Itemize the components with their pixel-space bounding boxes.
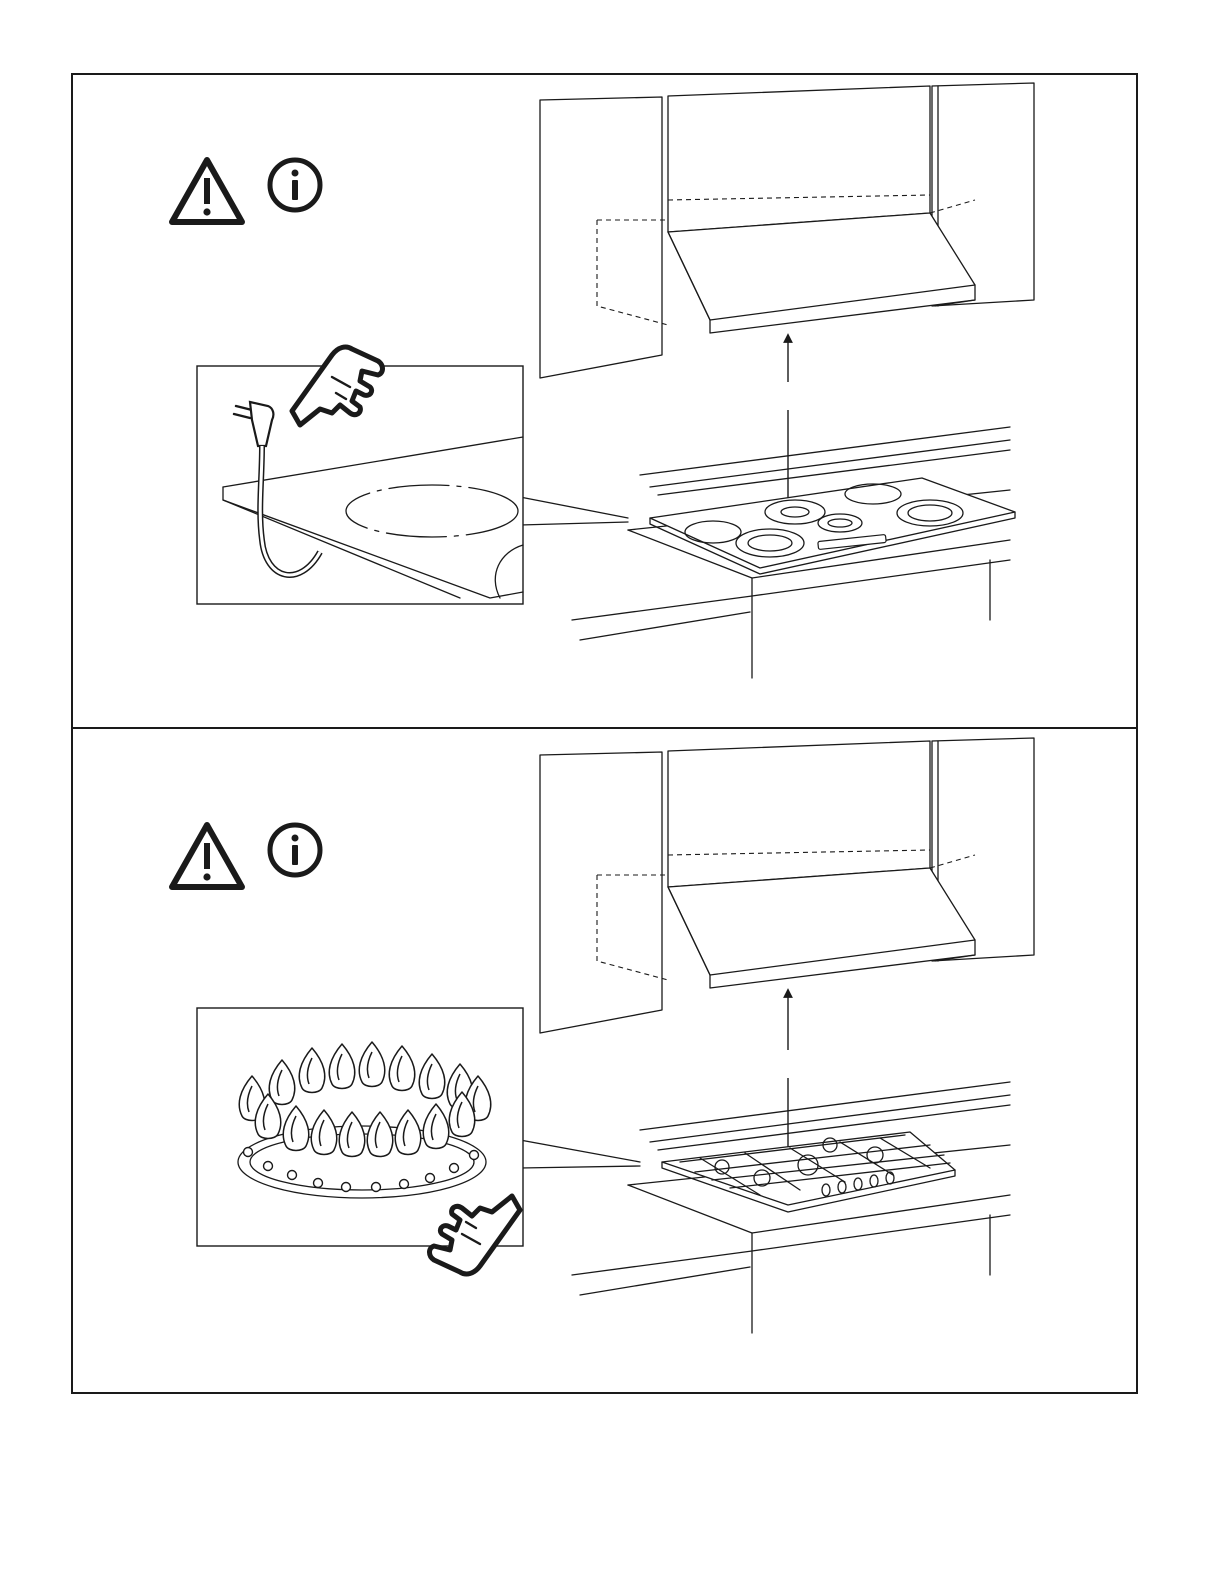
gas-hob-panel (172, 738, 1034, 1333)
callout-leader (520, 497, 628, 525)
warning-triangle-icon (172, 160, 242, 222)
plug-callout (197, 347, 523, 604)
kitchen-scene (540, 83, 1034, 678)
flame-callout (197, 1008, 523, 1274)
info-icon (270, 160, 320, 210)
warning-triangle-icon (172, 825, 242, 887)
callout-leader (520, 1140, 640, 1168)
electric-hob-panel (172, 83, 1034, 678)
info-icon (270, 825, 320, 875)
kitchen-scene (540, 738, 1034, 1333)
